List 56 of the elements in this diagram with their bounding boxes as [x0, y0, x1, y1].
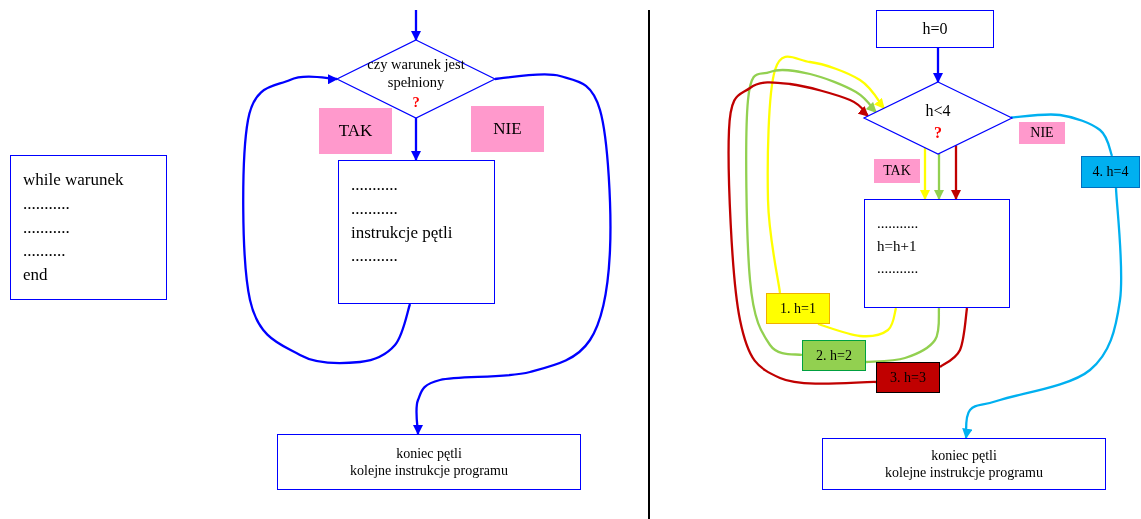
node-text: 2. h=2	[816, 346, 852, 365]
node-text: koniec pętli	[931, 446, 997, 464]
node-text: ...........	[23, 216, 70, 239]
step-tag	[766, 293, 830, 324]
arrow	[745, 68, 877, 357]
process-box	[822, 438, 1106, 490]
condition-tag	[1019, 122, 1065, 144]
node-text: h=0	[922, 19, 948, 39]
arrow	[932, 48, 944, 84]
code-box	[10, 155, 167, 300]
arrow	[410, 10, 422, 42]
node-text: TAK	[883, 162, 911, 180]
node-text: while warunek	[23, 169, 124, 191]
node-text: kolejne instrukcje programu	[885, 464, 1043, 482]
arrow	[933, 153, 945, 201]
node-text: 4. h=4	[1092, 163, 1129, 181]
arrow	[410, 118, 422, 162]
node-text: h<4	[925, 101, 951, 121]
node-text: ...........	[351, 245, 398, 268]
process-box	[864, 199, 1010, 308]
process-box	[876, 10, 994, 48]
arrow	[950, 145, 962, 201]
arrow	[412, 73, 612, 436]
node-text: ...........	[23, 192, 70, 215]
node-text: ...........	[351, 174, 398, 196]
question-mark: ?	[934, 125, 942, 141]
node-text: end	[23, 264, 48, 287]
node-text: instrukcje pętli	[351, 221, 453, 244]
node-text: NIE	[493, 118, 522, 140]
node-text: TAK	[338, 120, 373, 142]
node-text: NIE	[1030, 124, 1054, 142]
node-text: czy warunek jest spełniony	[366, 54, 466, 91]
arrow	[242, 73, 412, 365]
condition-tag	[319, 108, 392, 154]
step-tag	[802, 340, 866, 371]
arrow	[919, 147, 931, 201]
question-mark: ?	[412, 94, 420, 110]
arrow	[961, 187, 1123, 440]
node-text: ..........	[23, 240, 66, 263]
condition-tag	[874, 159, 920, 183]
arrow	[727, 81, 876, 385]
condition-tag	[471, 106, 544, 152]
process-box	[338, 160, 495, 304]
node-text: ...........	[351, 197, 398, 220]
node-text: h=h+1	[877, 236, 917, 256]
decision-diamond	[864, 82, 1012, 154]
node-text: 1. h=1	[780, 299, 816, 318]
node-text: 3. h=3	[890, 368, 926, 387]
process-box	[277, 434, 581, 490]
node-text: ...........	[877, 214, 919, 233]
node-text: koniec pętli	[396, 444, 462, 462]
node-text: ...........	[877, 259, 919, 278]
step-tag	[876, 362, 940, 393]
node-text: kolejne instrukcje programu	[350, 462, 508, 480]
arrow	[766, 55, 885, 294]
step-tag	[1081, 156, 1140, 188]
